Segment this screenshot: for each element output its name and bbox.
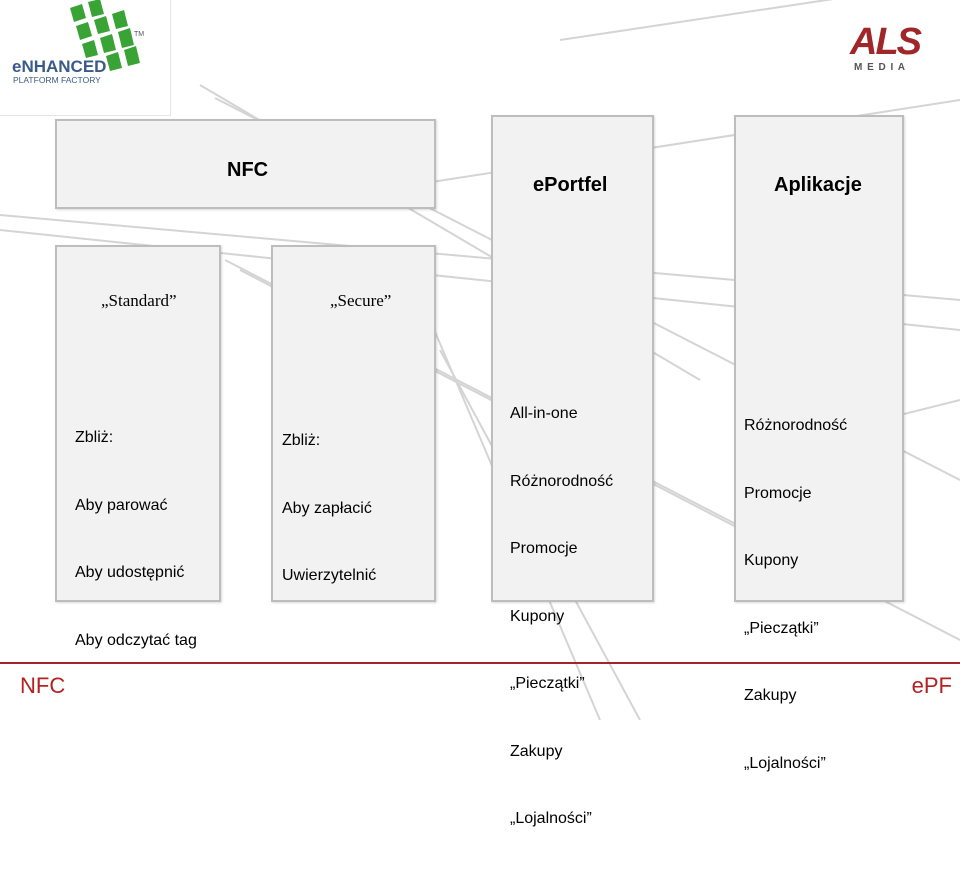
- list-item: „Lojalności”: [744, 754, 826, 772]
- list-item: „Pieczątki”: [744, 619, 819, 637]
- list-item: Aby zapłacić: [282, 499, 372, 517]
- list-item: Zakupy: [744, 687, 797, 704]
- list-item: „Lojalności”: [510, 810, 592, 827]
- logo-text-line1: eNHANCED: [12, 57, 106, 76]
- list-item: „Pieczątki”: [510, 675, 585, 692]
- logo-graphic: TM eNHANCED PLATFORM FACTORY: [12, 0, 144, 85]
- list-item: Różnorodność: [510, 472, 614, 490]
- als-sub: M E D I A: [854, 62, 906, 73]
- eportfel-box: ePortfel All-in-one Różnorodność Promocj…: [491, 115, 654, 827]
- list-item: Kupony: [744, 552, 799, 569]
- list-item: Różnorodność: [744, 417, 848, 434]
- list-item: Zbliż:: [75, 429, 114, 446]
- aplikacje-list: Różnorodność Promocje Kupony „Pieczątki”…: [744, 370, 847, 820]
- secure-title: „Secure”: [330, 291, 392, 310]
- standard-list: Zbliż: Aby parować Aby udostępnić Aby od…: [75, 382, 197, 697]
- list-item: Zakupy: [510, 742, 563, 760]
- footer-divider: [0, 662, 960, 664]
- nfc-title: NFC: [227, 159, 269, 181]
- list-item: Zbliż:: [282, 432, 321, 449]
- list-item: All-in-one: [510, 405, 578, 422]
- list-item: Uwierzytelnić: [282, 567, 377, 584]
- eportfel-list: All-in-one Różnorodność Promocje Kupony …: [510, 358, 613, 876]
- list-item: Kupony: [510, 607, 565, 625]
- secure-list: Zbliż: Aby zapłacić Uwierzytelnić: [282, 385, 376, 633]
- standard-title: „Standard”: [101, 291, 177, 310]
- list-item: Promocje: [744, 484, 812, 502]
- list-item: Aby parować: [75, 496, 168, 514]
- svg-text:TM: TM: [134, 31, 144, 38]
- footer-left-label: NFC: [20, 673, 66, 698]
- footer-right-label: ePF: [911, 673, 952, 698]
- standard-box: „Standard” Zbliż: Aby parować Aby udostę…: [55, 245, 221, 649]
- secure-box: „Secure” Zbliż: Aby zapłacić Uwierzyteln…: [271, 245, 436, 602]
- enhanced-platform-factory-logo: TM eNHANCED PLATFORM FACTORY: [0, 0, 171, 116]
- eportfel-title: ePortfel: [533, 174, 608, 196]
- list-item: Aby odczytać tag: [75, 631, 197, 649]
- als-media-logo: ALS M E D I A: [850, 22, 930, 77]
- list-item: Aby udostępnić: [75, 564, 185, 581]
- aplikacje-box: Aplikacje Różnorodność Promocje Kupony „…: [734, 115, 904, 772]
- aplikacje-title: Aplikacje: [774, 174, 862, 196]
- nfc-header-box: NFC: [55, 119, 436, 209]
- als-brand: ALS: [850, 21, 922, 63]
- logo-text-line2: PLATFORM FACTORY: [13, 75, 101, 85]
- list-item: Promocje: [510, 540, 578, 557]
